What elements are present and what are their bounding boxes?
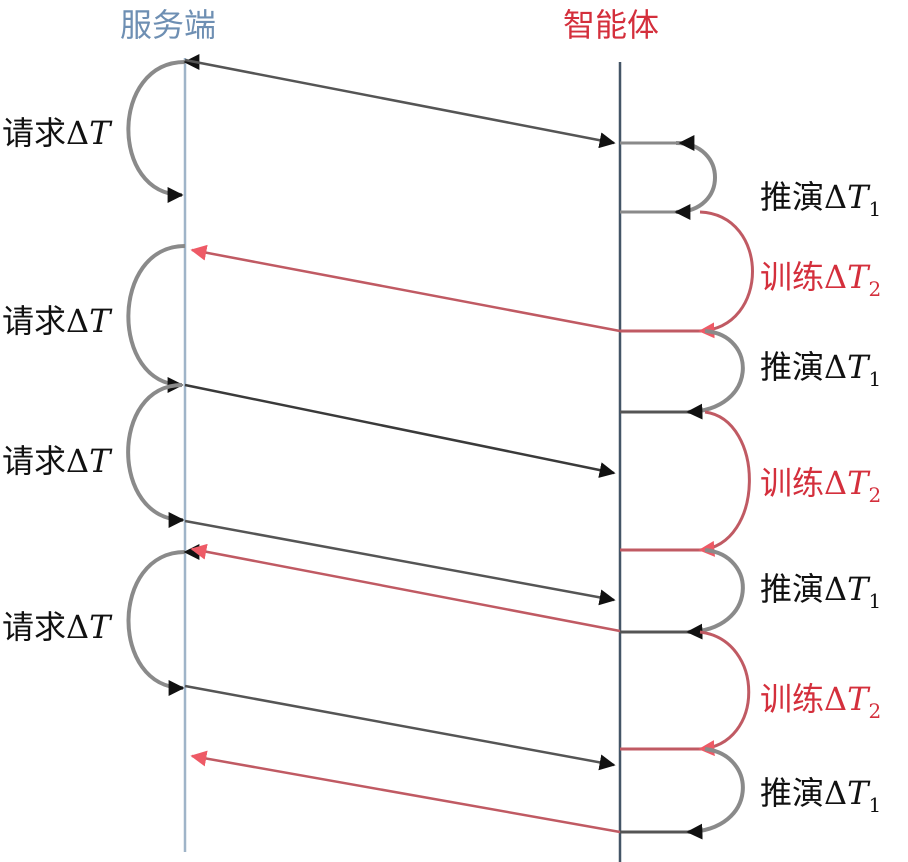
svg-text:训练ΔT2: 训练ΔT2 [760,258,881,301]
message-server-to-agent-1 [184,58,616,149]
train-label-2: 训练ΔT2 [760,464,881,507]
train-loop-1 [698,210,754,339]
train-loop-2 [698,410,751,557]
infer-label-3: 推演ΔT1 [760,570,881,613]
infer-label-4: 推演ΔT1 [760,774,881,817]
agent-header: 智能体 [563,6,659,44]
svg-text:推演ΔT1: 推演ΔT1 [760,178,881,221]
infer-loop-2 [686,329,745,420]
svg-text:推演ΔT1: 推演ΔT1 [760,570,881,613]
message-agent-to-server-2 [190,543,621,633]
message-agent-to-server-1 [190,244,621,333]
infer-label-2: 推演ΔT1 [760,348,881,391]
svg-text:请求ΔT: 请求ΔT [2,114,113,152]
request-loop-1 [126,53,200,203]
server-header: 服务端 [120,6,216,44]
message-server-to-agent-4 [184,684,616,771]
svg-text:训练ΔT2: 训练ΔT2 [760,464,881,507]
request-label-4: 请求ΔT [2,608,113,646]
request-label-2: 请求ΔT [2,302,113,340]
request-label-3: 请求ΔT [2,442,113,480]
svg-text:请求ΔT: 请求ΔT [2,608,113,646]
request-label-1: 请求ΔT [2,114,113,152]
message-agent-to-server-3 [190,750,621,834]
svg-text:请求ΔT: 请求ΔT [2,302,113,340]
infer-loop-1 [674,141,717,220]
svg-text:推演ΔT1: 推演ΔT1 [760,774,881,817]
request-loop-4 [126,543,200,696]
svg-text:请求ΔT: 请求ΔT [2,442,113,480]
svg-text:推演ΔT1: 推演ΔT1 [760,348,881,391]
train-label-3: 训练ΔT2 [760,680,881,723]
train-loop-3 [698,630,751,757]
infer-loop-4 [686,747,745,840]
message-server-to-agent-2 [184,383,616,478]
train-label-1: 训练ΔT2 [760,258,881,301]
request-loop-3 [126,383,185,528]
request-loop-2 [126,244,186,393]
svg-text:训练ΔT2: 训练ΔT2 [760,680,881,723]
message-server-to-agent-3 [184,519,616,606]
infer-loop-3 [686,548,745,640]
infer-label-1: 推演ΔT1 [760,178,881,221]
